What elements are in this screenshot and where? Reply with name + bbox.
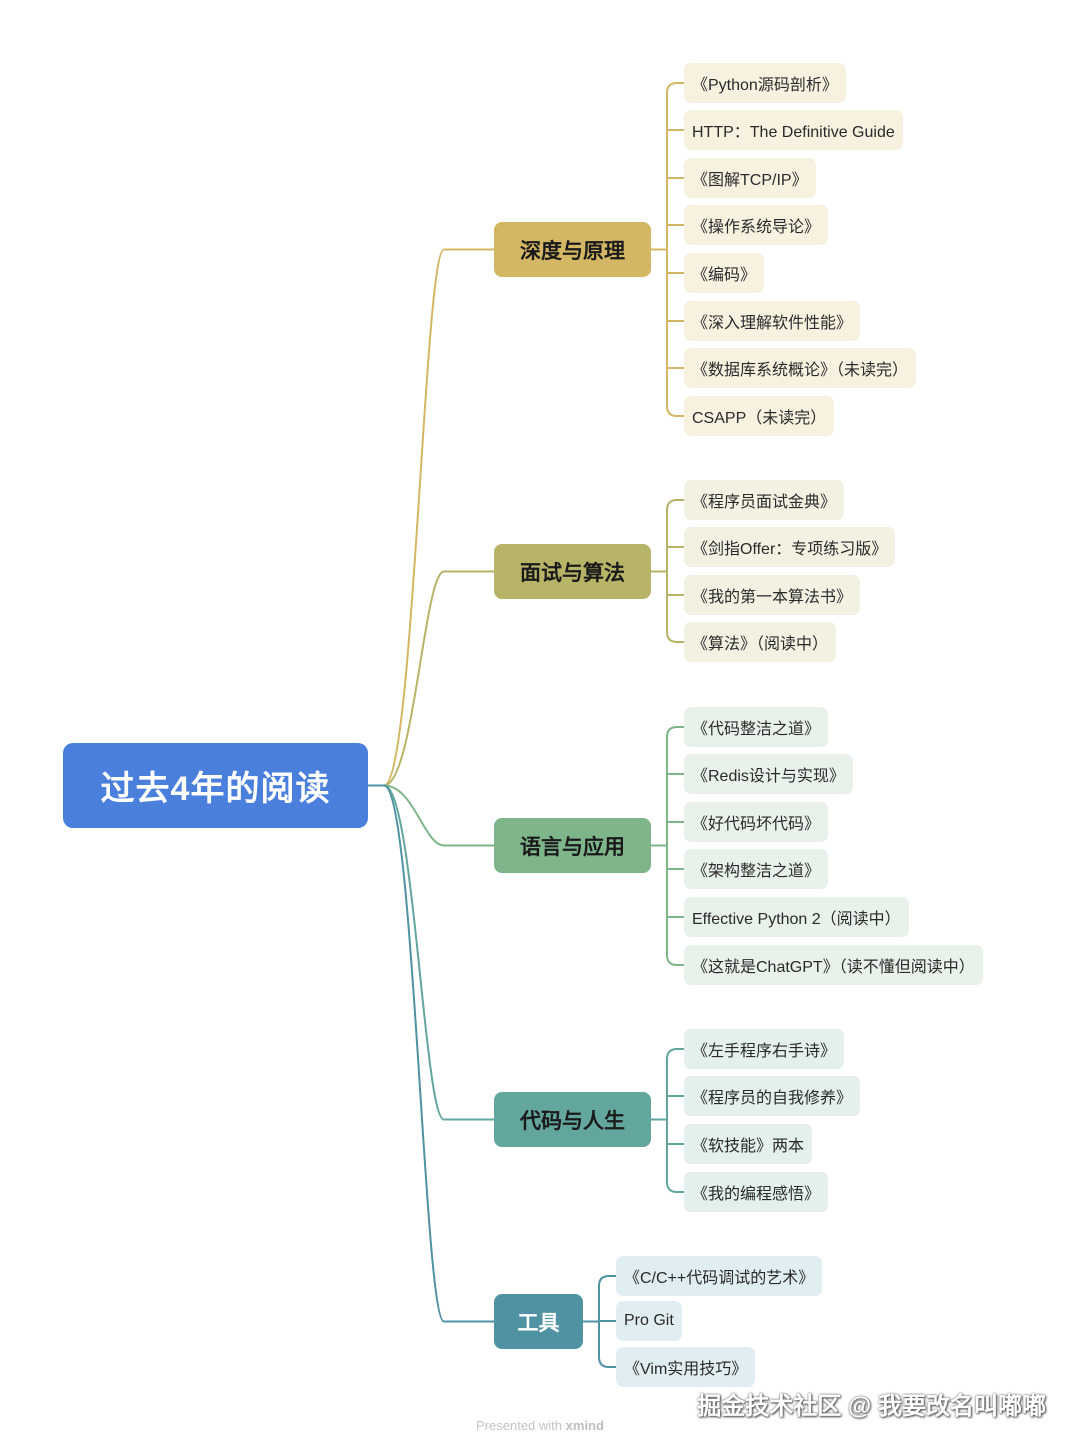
leaf-item[interactable]: 《数据库系统概论》（未读完） [684, 348, 917, 388]
leaf-item[interactable]: 《左手程序右手诗》 [684, 1029, 845, 1069]
branch-code-life[interactable]: 代码与人生 [494, 1092, 651, 1147]
branch-depth-principles[interactable]: 深度与原理 [494, 222, 651, 277]
leaf-item[interactable]: 《程序员的自我修养》 [684, 1076, 861, 1116]
branch-interview-algorithms[interactable]: 面试与算法 [494, 544, 651, 599]
leaf-item[interactable]: 《算法》（阅读中） [684, 622, 837, 662]
leaf-item[interactable]: CSAPP（未读完） [684, 396, 835, 436]
connector-line [666, 1181, 684, 1193]
leaf-item[interactable]: HTTP：The Definitive Guide [684, 110, 903, 150]
leaf-item[interactable]: Effective Python 2（阅读中） [684, 897, 909, 937]
connector-line [666, 726, 684, 738]
connector-line [368, 570, 494, 787]
leaf-item[interactable]: 《操作系统导论》 [684, 205, 829, 245]
leaf-item[interactable]: 《Vim实用技巧》 [616, 1347, 756, 1387]
leaf-item[interactable]: 《我的编程感悟》 [684, 1172, 829, 1212]
connector-line [666, 1048, 684, 1060]
connector-line [666, 405, 684, 417]
leaf-item[interactable]: 《我的第一本算法书》 [684, 575, 861, 615]
branch-language-application[interactable]: 语言与应用 [494, 818, 651, 873]
leaf-item[interactable]: 《编码》 [684, 253, 765, 293]
leaf-item[interactable]: 《架构整洁之道》 [684, 849, 829, 889]
leaf-item[interactable]: 《好代码坏代码》 [684, 802, 829, 842]
connector-line [368, 784, 494, 1121]
footer: Presented with xmind [0, 1418, 1080, 1433]
watermark: 掘金技术社区 @ 我要改名叫嘟嘟 [697, 1393, 1046, 1420]
footer-prefix: Presented with [476, 1418, 563, 1433]
root-topic[interactable]: 过去4年的阅读 [63, 743, 368, 828]
connector-line [598, 1356, 616, 1368]
leaf-item[interactable]: 《C/C++代码调试的艺术》 [616, 1256, 823, 1296]
leaf-item[interactable]: 《剑指Offer：专项练习版》 [684, 527, 896, 567]
connector-line [666, 499, 684, 511]
leaf-item[interactable]: 《Redis设计与实现》 [684, 754, 853, 794]
connector-line [368, 248, 494, 787]
leaf-item[interactable]: 《图解TCP/IP》 [684, 158, 816, 198]
connector-line [368, 784, 494, 1323]
branch-tools[interactable]: 工具 [494, 1294, 583, 1349]
leaf-item[interactable]: 《代码整洁之道》 [684, 707, 829, 747]
connector-line [666, 954, 684, 966]
leaf-item[interactable]: 《这就是ChatGPT》（读不懂但阅读中） [684, 945, 983, 985]
footer-brand: xmind [565, 1418, 604, 1433]
connector-line [598, 1275, 616, 1287]
connector-line [666, 631, 684, 643]
leaf-item[interactable]: 《程序员面试金典》 [684, 480, 845, 520]
leaf-item[interactable]: Pro Git [616, 1301, 682, 1341]
leaf-item[interactable]: 《深入理解软件性能》 [684, 301, 861, 341]
leaf-item[interactable]: 《软技能》两本 [684, 1124, 813, 1164]
connector-line [666, 82, 684, 94]
leaf-item[interactable]: 《Python源码剖析》 [684, 63, 846, 103]
connector-line [368, 784, 494, 847]
